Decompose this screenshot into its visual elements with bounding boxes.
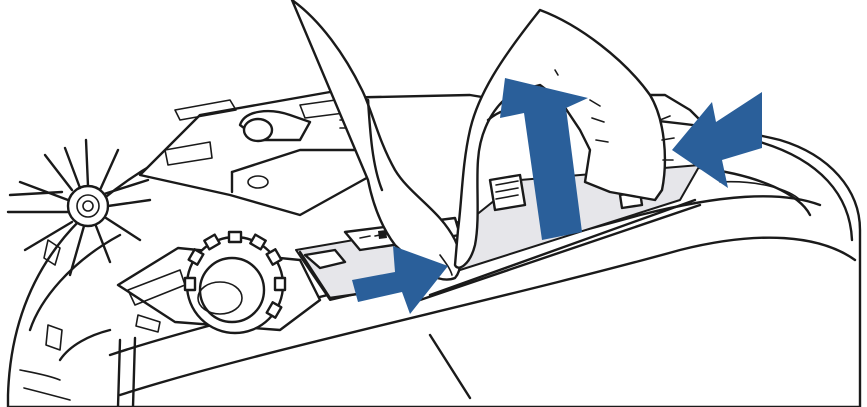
robot-vacuum-dustbin-removal-illustration [0,0,867,407]
